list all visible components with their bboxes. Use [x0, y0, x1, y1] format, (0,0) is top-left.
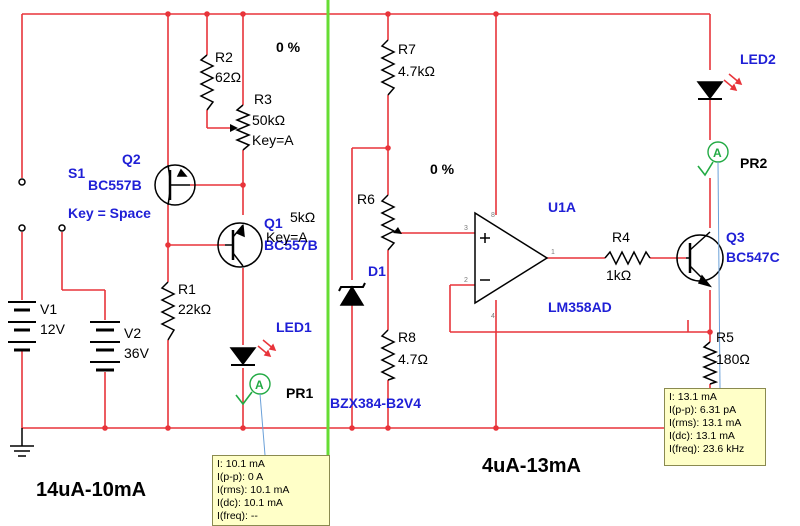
v1-ref: V1 [40, 301, 57, 317]
r2-value: 62Ω [215, 69, 241, 85]
zener-d1 [338, 282, 366, 306]
v1-value: 12V [40, 321, 66, 337]
resistor-r5 [702, 341, 719, 385]
probe-line: I(p-p): 0 A [217, 471, 264, 483]
transistor-q2 [154, 164, 196, 206]
ground-symbol [10, 428, 34, 457]
resistor-r3 [235, 104, 251, 151]
led2-light-arrows [723, 73, 743, 92]
pr1-ref: PR1 [286, 385, 313, 401]
r3-key: Key=A [252, 132, 294, 148]
pin-8: 8 [491, 212, 495, 219]
pin-3: 3 [464, 225, 468, 232]
s1-ref: S1 [68, 165, 85, 181]
d1-part: BZX384-B2V4 [330, 395, 421, 411]
d1-ref: D1 [368, 263, 386, 279]
r4-ref: R4 [612, 229, 630, 245]
led2-ref: LED2 [740, 51, 776, 67]
q3-part: BC547C [726, 249, 780, 265]
r8-value: 4.7Ω [398, 351, 428, 367]
switch-s1 [18, 178, 66, 232]
pot-5k-key: Key=A [266, 229, 308, 245]
u1a-part: LM358AD [548, 299, 612, 315]
resistor-r6 [380, 194, 396, 251]
svg-text:A: A [255, 378, 264, 392]
r7-value: 4.7kΩ [398, 63, 435, 79]
q1-ref: Q1 [264, 215, 283, 231]
r6-ref: R6 [357, 191, 375, 207]
u1a-ref: U1A [548, 199, 576, 215]
probe-pr2-icon: A [697, 141, 729, 389]
led1-light-arrows [257, 339, 277, 358]
resistor-r1 [160, 281, 176, 341]
probe-line: I(freq): 23.6 kHz [669, 443, 745, 455]
svg-text:A: A [713, 146, 722, 160]
v2-value: 36V [124, 345, 150, 361]
led2 [696, 81, 724, 100]
r3-value: 50kΩ [252, 112, 285, 128]
probe-line: I(rms): 10.1 mA [217, 484, 290, 496]
r3-percent: 0 % [276, 39, 301, 55]
pin-1: 1 [551, 249, 555, 256]
opamp-u1a [474, 211, 549, 305]
r6-percent: 0 % [430, 161, 455, 177]
r1-value: 22kΩ [178, 301, 211, 317]
pr2-ref: PR2 [740, 155, 767, 171]
transistor-q1 [217, 222, 263, 268]
led1-ref: LED1 [276, 319, 312, 335]
q2-part: BC557B [88, 177, 142, 193]
q2-ref: Q2 [122, 151, 141, 167]
probe-line: I(freq): -- [217, 510, 258, 522]
r4-value: 1kΩ [606, 267, 631, 283]
r5-ref: R5 [716, 329, 734, 345]
probe-line: I(dc): 10.1 mA [217, 497, 283, 509]
resistor-r7 [380, 39, 396, 96]
resistor-r8 [380, 329, 396, 381]
pin-2: 2 [464, 277, 468, 284]
pot-5k-value: 5kΩ [290, 209, 315, 225]
left-range-label: 14uA-10mA [36, 479, 146, 501]
v2-ref: V2 [124, 325, 141, 341]
q1-part: BC557B [264, 237, 318, 253]
resistor-r4 [604, 250, 651, 266]
probe-pr2-readout: I: 13.1 mA I(p-p): 6.31 pA I(rms): 13.1 … [664, 388, 766, 466]
r3-ref: R3 [254, 91, 272, 107]
s1-key-label: Key = Space [68, 205, 151, 221]
junctions [102, 11, 713, 431]
right-range-label: 4uA-13mA [482, 455, 581, 477]
probe-pr1-readout: I: 10.1 mA I(p-p): 0 A I(rms): 10.1 mA I… [212, 455, 330, 526]
r8-ref: R8 [398, 329, 416, 345]
transistor-q3 [676, 231, 724, 288]
probe-line: I: 10.1 mA [217, 458, 265, 470]
q3-ref: Q3 [726, 229, 745, 245]
resistor-r2 [199, 54, 215, 111]
pin-4: 4 [491, 313, 495, 320]
wires [21, 13, 711, 429]
probe-line: I(p-p): 6.31 pA [669, 404, 737, 416]
r7-ref: R7 [398, 41, 416, 57]
probe-pr1-icon: A [235, 373, 271, 456]
r1-ref: R1 [178, 281, 196, 297]
r2-ref: R2 [215, 49, 233, 65]
probe-line: I(rms): 13.1 mA [669, 417, 742, 429]
battery-v2 [90, 321, 120, 372]
r5-value: 180Ω [716, 351, 750, 367]
probe-line: I: 13.1 mA [669, 391, 717, 403]
probe-line: I(dc): 13.1 mA [669, 430, 735, 442]
led1 [229, 347, 257, 366]
battery-v1 [8, 301, 36, 352]
